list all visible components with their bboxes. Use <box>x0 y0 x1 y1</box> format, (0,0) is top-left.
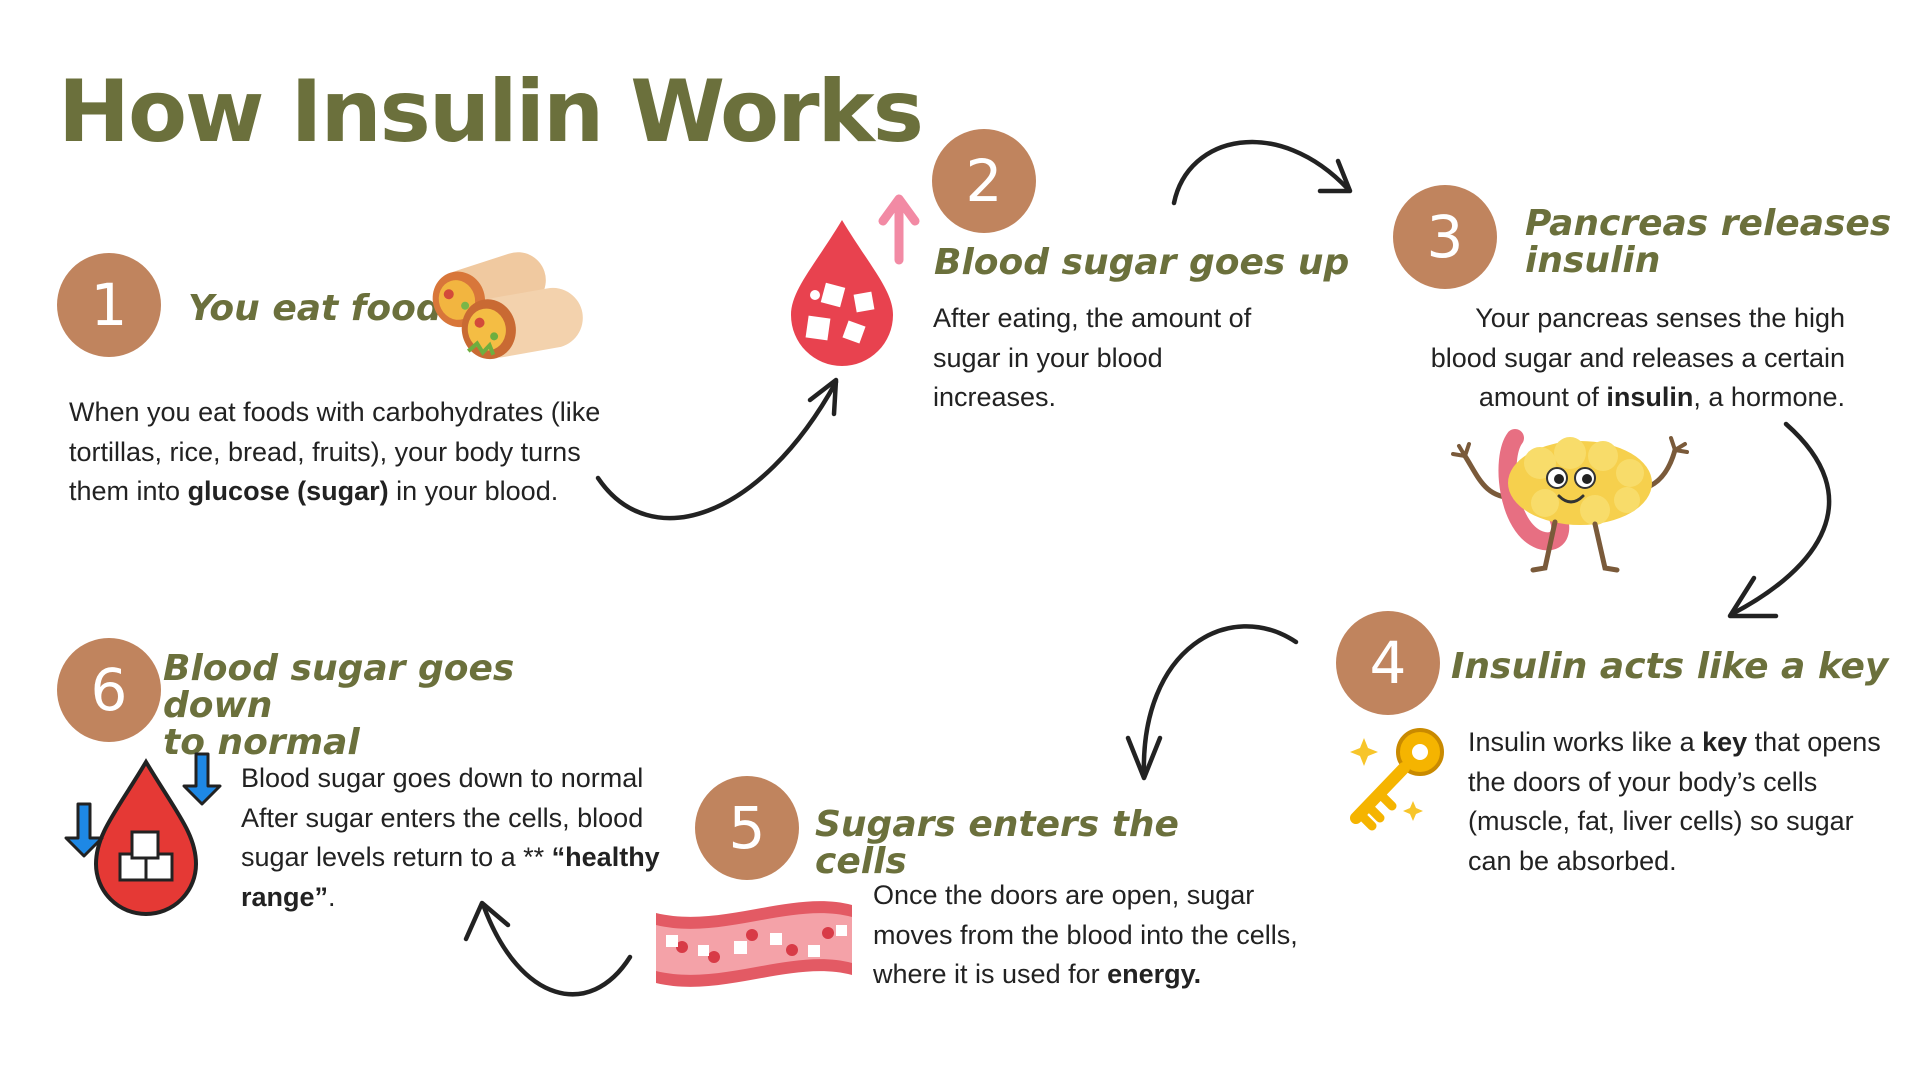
step-1-number-badge: 1 <box>57 253 161 357</box>
step-3-number-badge: 3 <box>1393 185 1497 289</box>
arrow-step4-to-step5 <box>1125 624 1299 781</box>
blood-drop-sugar-up-icon <box>791 194 920 366</box>
step-4-heading: Insulin acts like a key <box>1451 646 1889 687</box>
arrow-step2-to-step3 <box>1171 139 1353 206</box>
pancreas-character-icon <box>1451 429 1689 573</box>
arrow-step1-to-step2 <box>595 377 839 521</box>
step-3-description: Your pancreas senses the high blood suga… <box>1430 303 1845 412</box>
step-2-description: After eating, the amount of sugar in you… <box>933 303 1252 412</box>
step-4-description: Insulin works like a key that opens the … <box>1468 727 1881 876</box>
arrow-step3-to-step4 <box>1727 421 1832 619</box>
step-2-heading: Blood sugar goes up <box>934 242 1350 283</box>
step-3-heading-line-2: insulin <box>1525 240 1661 281</box>
step-6-number-badge: 6 <box>57 638 161 742</box>
step-1-description: When you eat foods with carbohydrates (l… <box>69 397 601 506</box>
step-3-heading: Pancreas releases insulin <box>1525 205 1895 279</box>
step-4-number-badge: 4 <box>1336 611 1440 715</box>
step-5-description: Once the doors are open, sugar moves fro… <box>873 880 1298 989</box>
step-6-heading-line-1: Blood sugar goes down <box>163 648 515 726</box>
step-5-number-badge: 5 <box>695 776 799 880</box>
arrow-step5-to-step6 <box>463 900 633 997</box>
burrito-icon <box>432 252 583 360</box>
step-6-description: Blood sugar goes down to normal After su… <box>241 763 660 912</box>
step-2-number-badge: 2 <box>932 129 1036 233</box>
step-1-heading: You eat food <box>188 288 442 329</box>
blood-vessel-icon <box>656 901 852 987</box>
step-5-heading: Sugars enters the cells <box>815 804 1179 882</box>
blood-drop-sugar-down-icon <box>64 752 222 916</box>
step-6-heading: Blood sugar goes down to normal <box>163 650 633 761</box>
page-title: How Insulin Works <box>58 62 924 162</box>
golden-key-icon <box>1350 728 1444 831</box>
step-3-heading-line-1: Pancreas releases <box>1525 203 1892 244</box>
